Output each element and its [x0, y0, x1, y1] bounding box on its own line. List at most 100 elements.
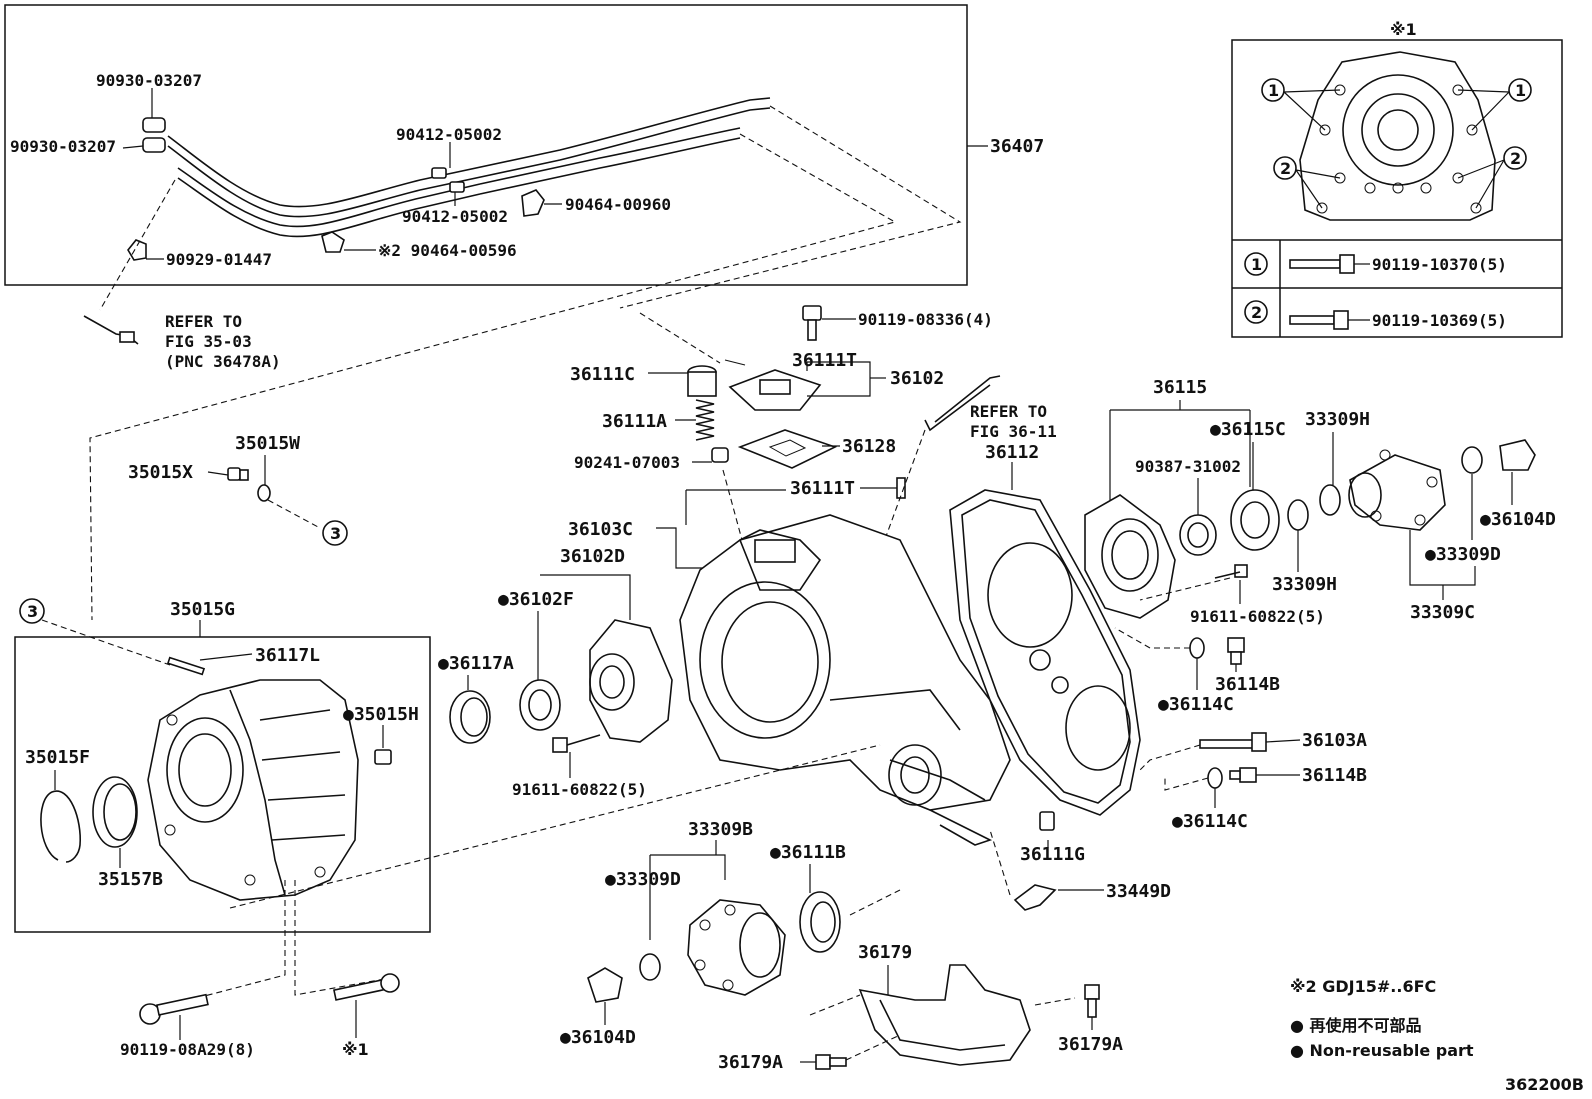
- label-36104D-r: ●36104D: [1480, 509, 1556, 530]
- svg-text:2: 2: [1251, 303, 1262, 322]
- skid-plate-36179: [858, 964, 1031, 1066]
- case-plate-36112: [949, 489, 1141, 816]
- pin-36111T: [896, 477, 906, 499]
- label-35015X: 35015X: [128, 462, 193, 483]
- label-35015G: 35015G: [170, 599, 235, 620]
- breather-group-box: [4, 4, 968, 286]
- label-36115C: ●36115C: [1210, 419, 1286, 440]
- refer-fig-35-03: REFER TO FIG 35-03 (PNC 36478A): [165, 312, 281, 371]
- callout-3-b: 3: [27, 602, 38, 621]
- pin-35015H: [374, 749, 392, 765]
- label-ref1-bottom: ※1: [342, 1040, 369, 1059]
- bolt-36179A-l: [815, 1054, 847, 1070]
- label-91611-60822-l: 91611-60822(5): [512, 780, 647, 799]
- flange-33309B: [687, 899, 786, 996]
- washer-36114C-a: [1189, 637, 1205, 659]
- label-36111B: ●36111B: [770, 842, 846, 863]
- seal-36117A: [449, 690, 491, 744]
- label-90464-00960: 90464-00960: [565, 195, 671, 214]
- washer-35015W: [257, 484, 271, 502]
- label-36102F: ●36102F: [498, 589, 574, 610]
- label-36117L: 36117L: [255, 645, 320, 666]
- label-33309D-r: ●33309D: [1425, 544, 1501, 565]
- label-90241-07003: 90241-07003: [574, 453, 680, 472]
- bolt-ref1: [333, 973, 400, 1001]
- housing-35015G-box: [14, 636, 431, 933]
- bearing-36102F: [519, 679, 561, 731]
- label-33309D-l: ●33309D: [605, 869, 681, 890]
- spring-36111A: [695, 399, 715, 441]
- label-36111A: 36111A: [602, 411, 667, 432]
- label-36104D-l: ●36104D: [560, 1027, 636, 1048]
- label-33449D: 33449D: [1106, 881, 1171, 902]
- note-nonreuse-jp: ● 再使用不可部品: [1290, 1016, 1422, 1035]
- label-36103C: 36103C: [568, 519, 633, 540]
- flange-33309C: [1348, 449, 1446, 531]
- label-36114C-b: ●36114C: [1172, 811, 1248, 832]
- bolt-90119-08A29: [139, 993, 209, 1025]
- inset-title: ※1: [1390, 20, 1417, 39]
- cover-plate-36102: [728, 369, 822, 411]
- svg-text:2: 2: [1510, 149, 1521, 168]
- svg-text:2: 2: [1280, 159, 1291, 178]
- label-90412-05002-b: 90412-05002: [402, 207, 508, 226]
- tube-clip: [127, 189, 545, 261]
- bearing-36115C: [1230, 489, 1280, 551]
- seal-33309D-l: [639, 953, 661, 981]
- label-33309C: 33309C: [1410, 602, 1475, 623]
- label-90119-10369: 90119-10369(5): [1372, 311, 1507, 330]
- gasket-36128: [737, 429, 838, 469]
- bolt-90119-08336: [802, 305, 822, 341]
- seal-33309H: [1287, 484, 1341, 531]
- label-90412-05002-a: 90412-05002: [396, 125, 502, 144]
- label-36111G: 36111G: [1020, 844, 1085, 865]
- label-36112: 36112: [985, 442, 1039, 463]
- breather-tube: [167, 97, 771, 238]
- adapter-housing: [147, 679, 359, 901]
- label-36114B-b: 36114B: [1302, 765, 1367, 786]
- seal-36111B: [799, 891, 841, 953]
- plug-35015X: [227, 467, 249, 481]
- label-36102: 36102: [890, 368, 944, 389]
- svg-text:1: 1: [1515, 81, 1526, 100]
- label-33309H-b: 33309H: [1272, 574, 1337, 595]
- extension-housing-36115: [1084, 494, 1176, 619]
- label-90464-00596: ※2 90464-00596: [378, 241, 517, 260]
- retainer-36102D: [589, 619, 673, 743]
- label-91611-60822-r: 91611-60822(5): [1190, 607, 1325, 626]
- bolt-36179A-r: [1084, 984, 1100, 1018]
- bolt-91611-l: [552, 734, 601, 753]
- label-36179: 36179: [858, 942, 912, 963]
- note-gdj: ※2 GDJ15#..6FC: [1290, 977, 1436, 996]
- seal-33309D-r: [1461, 446, 1483, 474]
- label-90119-10370: 90119-10370(5): [1372, 255, 1507, 274]
- inset-bolt-holes: [1316, 84, 1482, 214]
- label-36179A-r: 36179A: [1058, 1034, 1123, 1055]
- label-90119-08336: 90119-08336(4): [858, 310, 993, 329]
- label-36111T-top: 36111T: [792, 350, 857, 371]
- label-35015H: ●35015H: [343, 704, 419, 725]
- label-36114C-a: ●36114C: [1158, 694, 1234, 715]
- label-36128: 36128: [842, 436, 896, 457]
- label-90930-03207-a: 90930-03207: [96, 71, 202, 90]
- ring-35157B: [92, 776, 138, 848]
- hose-fitting: [142, 117, 465, 193]
- pin-36111G: [1039, 811, 1055, 831]
- label-36407: 36407: [990, 136, 1044, 157]
- label-36102D: 36102D: [560, 546, 625, 567]
- label-36179A-l: 36179A: [718, 1052, 783, 1073]
- inset-bolt-detail: ※1 1 1 2 2 1 2: [1231, 20, 1563, 338]
- bolt-36114B-b: [1229, 767, 1257, 783]
- bolt-36103A: [1199, 732, 1267, 752]
- stud-36117L: [166, 656, 206, 676]
- label-90119-08A29: 90119-08A29(8): [120, 1040, 255, 1059]
- note-nonreuse-en: ● Non-reusable part: [1290, 1041, 1474, 1060]
- label-35157B: 35157B: [98, 869, 163, 890]
- bolt-36114B-a: [1227, 637, 1245, 665]
- label-36115: 36115: [1153, 377, 1207, 398]
- svg-text:1: 1: [1268, 81, 1279, 100]
- label-90929-01447: 90929-01447: [166, 250, 272, 269]
- bushing-90387: [1179, 514, 1217, 556]
- callout-3-a: 3: [330, 524, 341, 543]
